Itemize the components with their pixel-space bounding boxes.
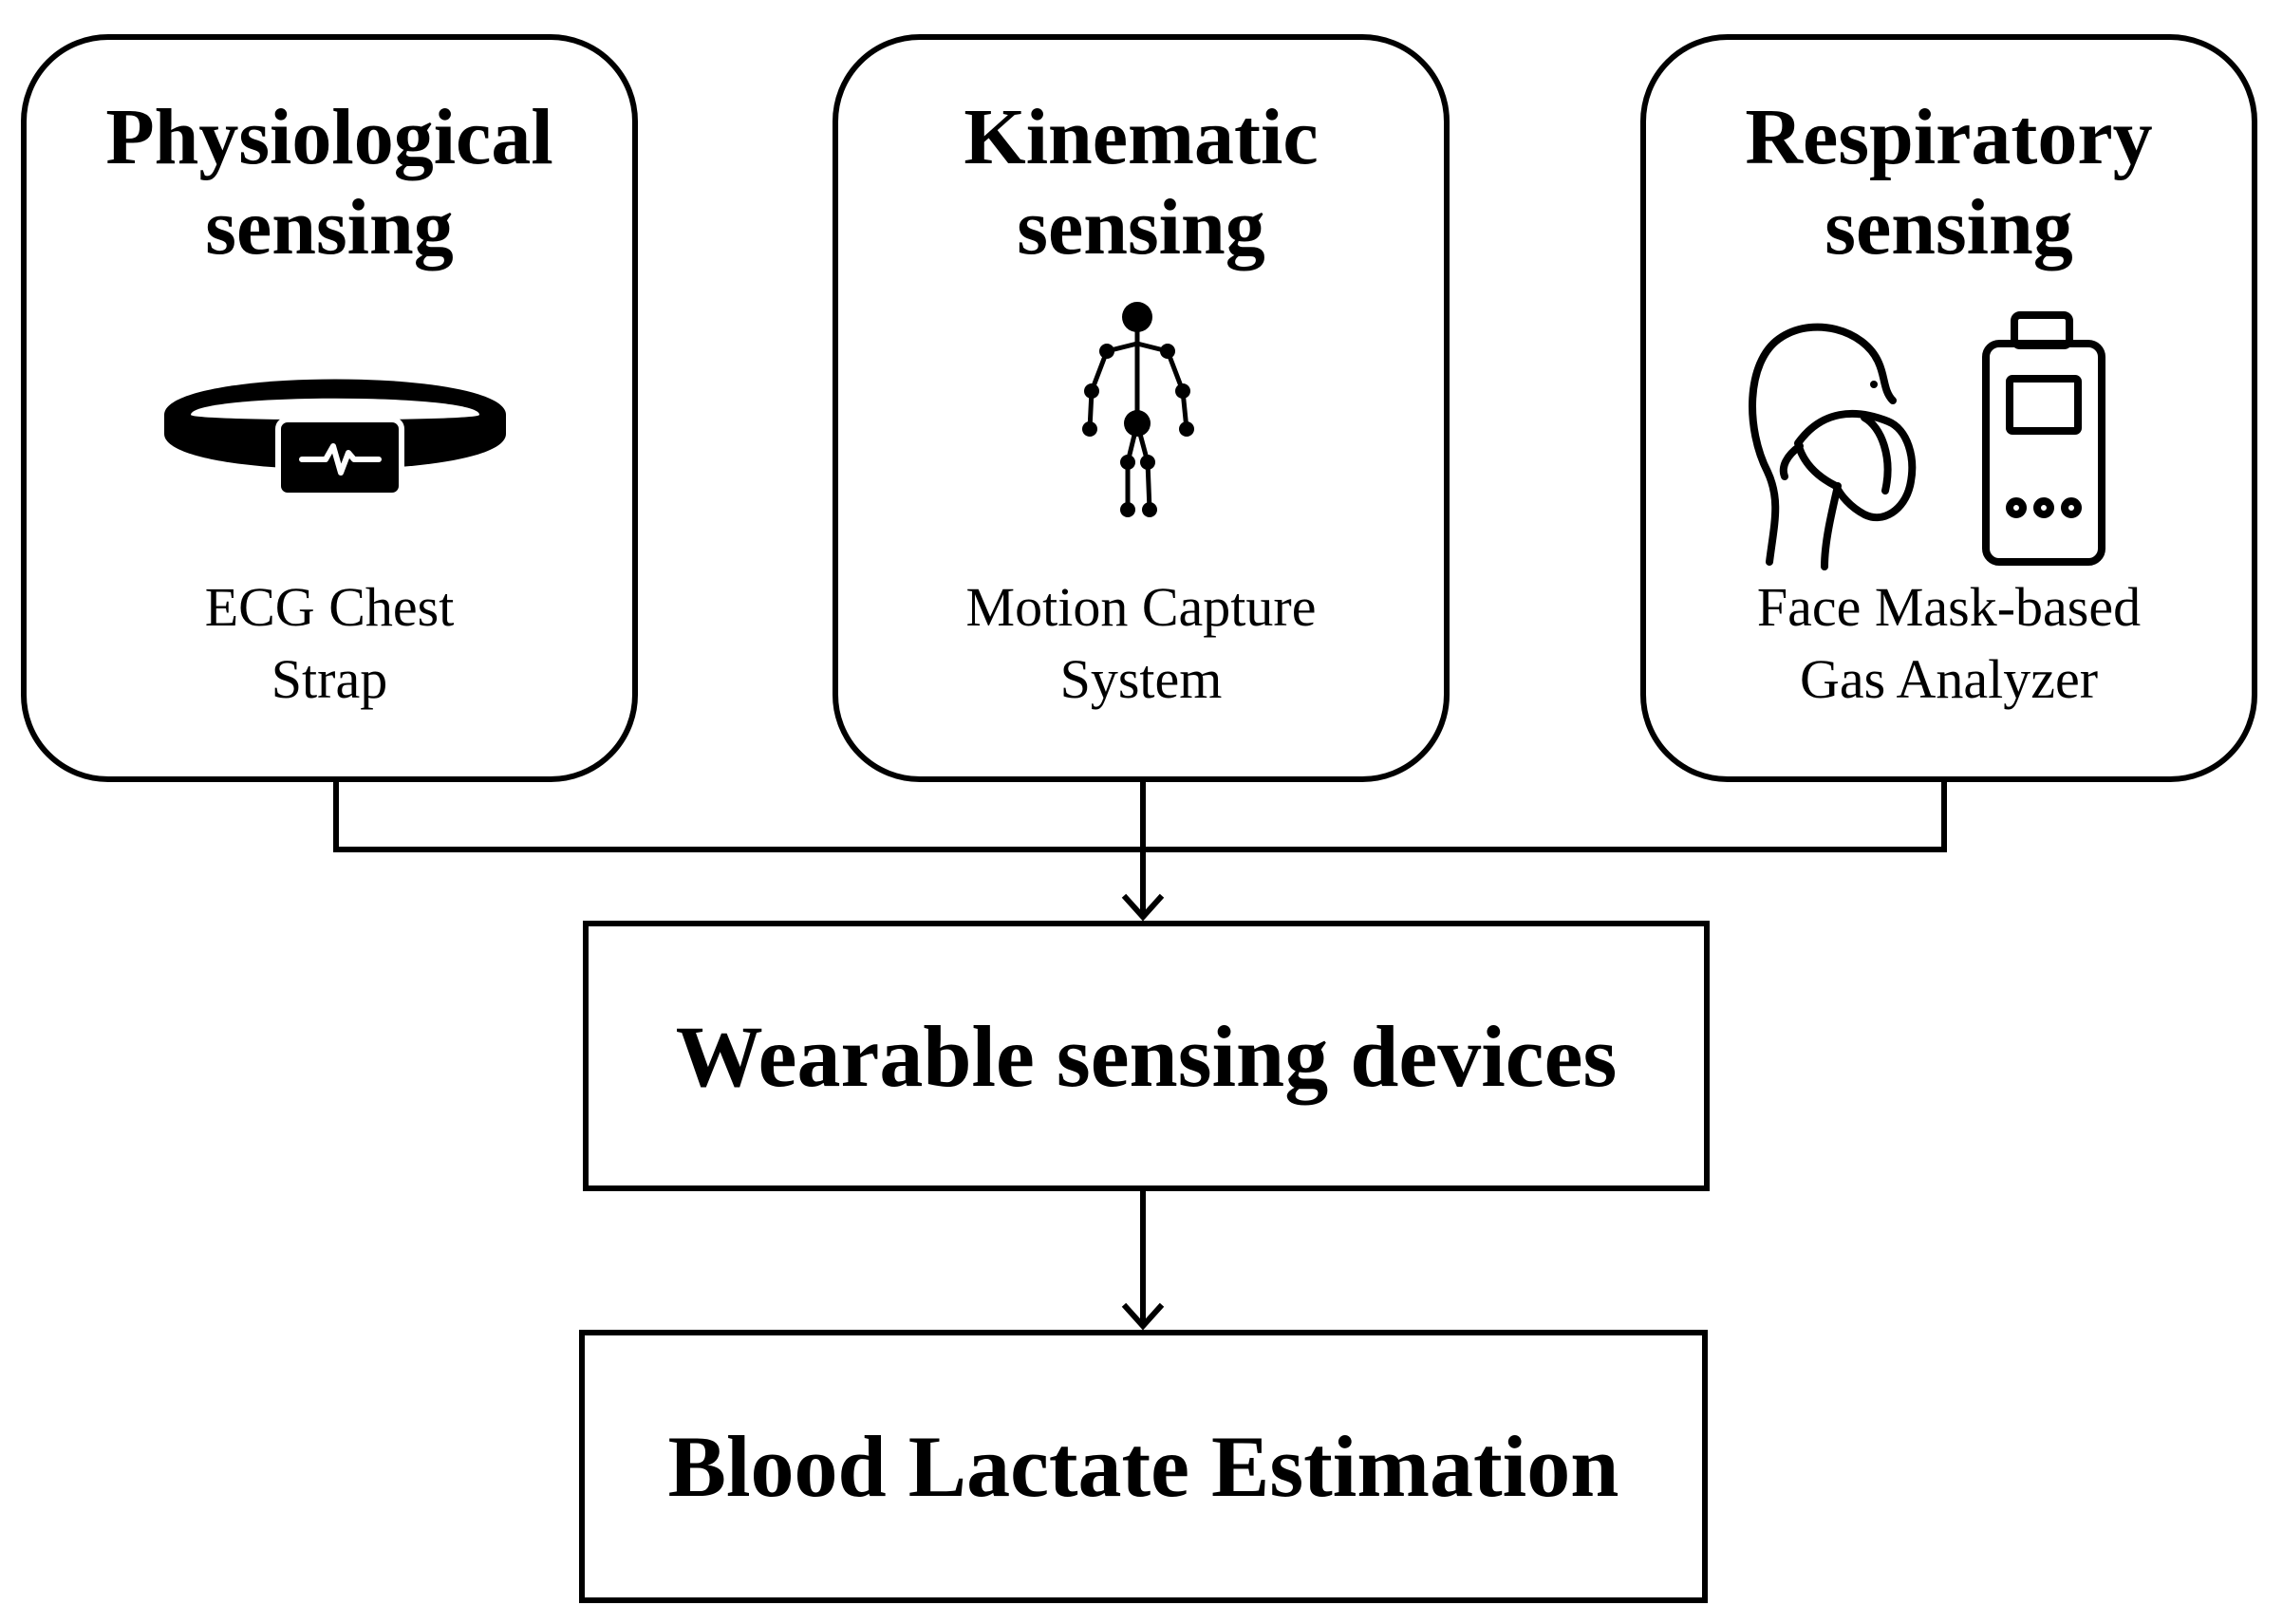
respiratory-sensing-card: Respiratory sensing Face Mask-ba	[1640, 34, 2257, 782]
arrowhead-to-wearable	[1121, 893, 1165, 922]
wearable-sensing-devices-label: Wearable sensing devices	[675, 1007, 1618, 1105]
connector-respiratory	[1140, 779, 1947, 852]
kinematic-sensing-card: Kinematic sensing	[833, 34, 1450, 782]
physiological-sensing-title: Physiological sensing	[105, 93, 553, 271]
ecg-chest-strap-caption: ECG Chest Strap	[204, 576, 455, 710]
physiological-sensing-card: Physiological sensing ECG Chest Strap	[21, 34, 638, 782]
face-mask-gas-analyzer-icon	[1741, 296, 2168, 571]
kinematic-sensing-title: Kinematic sensing	[964, 93, 1319, 271]
respiratory-sensing-title: Respiratory sensing	[1745, 93, 2153, 271]
stick-figure-icon	[1052, 296, 1242, 590]
motion-capture-caption: Motion Capture System	[965, 576, 1317, 710]
arrowhead-to-lactate	[1121, 1302, 1165, 1331]
blood-lactate-estimation-box: Blood Lactate Estimation	[579, 1330, 1708, 1603]
connector-physiological	[333, 779, 1146, 852]
ecg-chest-strap-icon	[145, 325, 525, 514]
blood-lactate-estimation-label: Blood Lactate Estimation	[667, 1418, 1619, 1515]
wearable-sensing-devices-box: Wearable sensing devices	[583, 921, 1710, 1191]
gas-analyzer-device-icon	[1982, 311, 2105, 566]
gas-analyzer-caption: Face Mask-based Gas Analyzer	[1756, 576, 2142, 710]
face-mask-icon	[1749, 323, 1917, 570]
